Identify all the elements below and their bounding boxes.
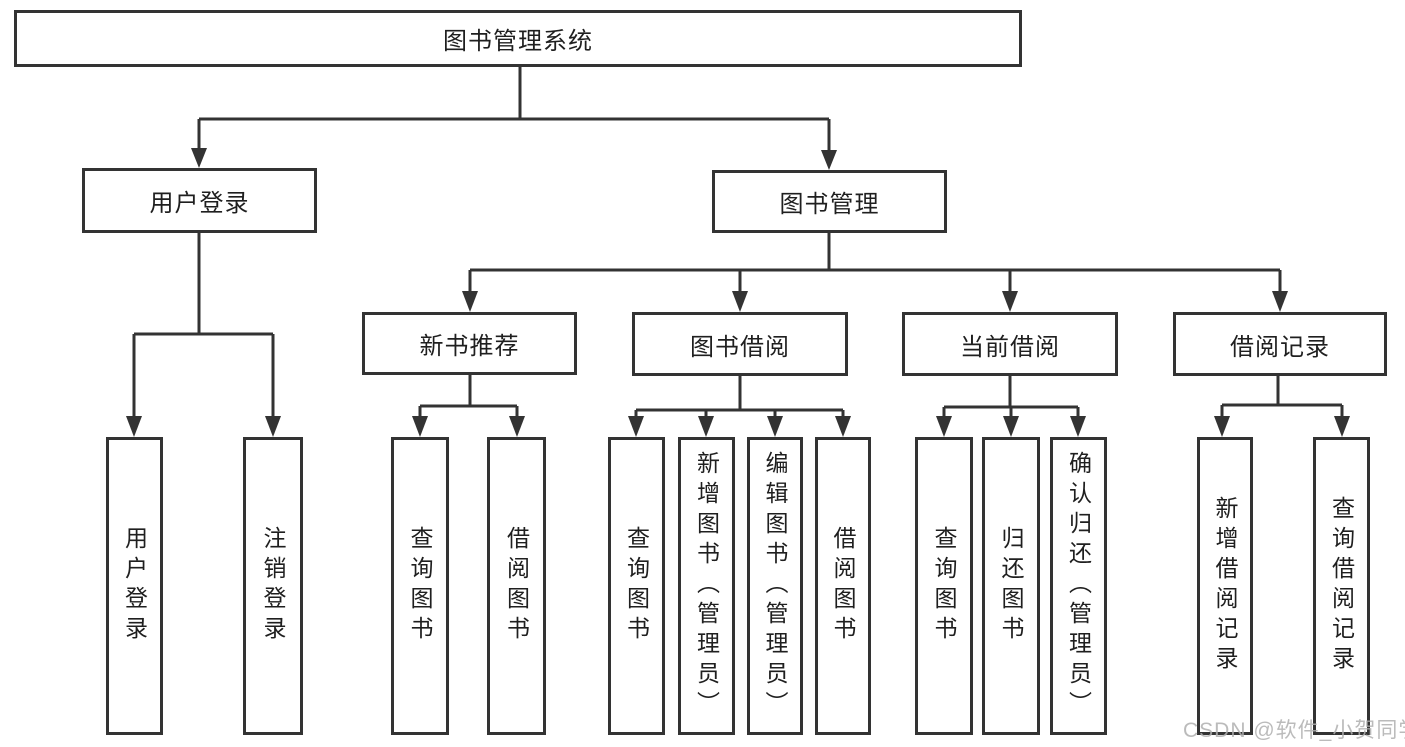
leaf-edit-book-admin: 编辑图书（管理员） <box>747 437 803 735</box>
node-current-borrowing: 当前借阅 <box>902 312 1118 376</box>
leaf-add-book-admin: 新增图书（管理员） <box>678 437 735 735</box>
node-borrowing-records: 借阅记录 <box>1173 312 1387 376</box>
leaf-user-login: 用户登录 <box>106 437 163 735</box>
leaf-query-borrow-record: 查询借阅记录 <box>1313 437 1370 735</box>
node-user-login: 用户登录 <box>82 168 317 233</box>
leaf-return-book: 归还图书 <box>982 437 1040 735</box>
watermark-text: CSDN @软件_小贺同学 <box>1183 719 1405 742</box>
node-book-borrowing: 图书借阅 <box>632 312 848 376</box>
leaf-borrow-books-borrowing: 借阅图书 <box>815 437 871 735</box>
leaf-query-books-borrowing: 查询图书 <box>608 437 665 735</box>
leaf-borrow-books-recommend: 借阅图书 <box>487 437 546 735</box>
leaf-logout: 注销登录 <box>243 437 303 735</box>
leaf-query-books-current: 查询图书 <box>915 437 973 735</box>
leaf-confirm-return-admin: 确认归还（管理员） <box>1050 437 1107 735</box>
node-library-management-system: 图书管理系统 <box>14 10 1022 67</box>
node-new-book-recommendation: 新书推荐 <box>362 312 577 375</box>
leaf-query-books-recommend: 查询图书 <box>391 437 449 735</box>
leaf-add-borrow-record: 新增借阅记录 <box>1197 437 1253 735</box>
node-book-management: 图书管理 <box>712 170 947 233</box>
